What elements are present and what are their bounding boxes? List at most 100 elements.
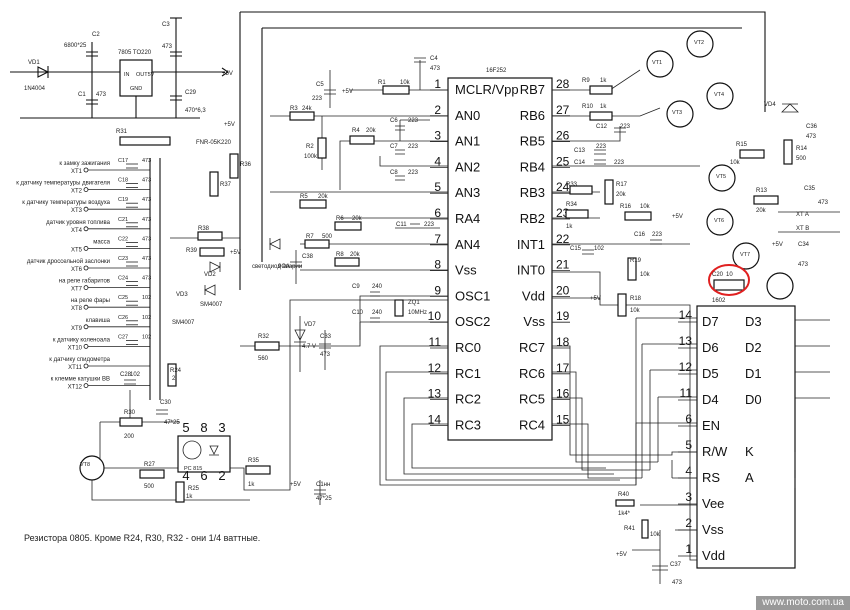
cap-value: 102 — [142, 315, 151, 321]
mcu-pin-number: 21 — [556, 258, 570, 272]
r27-value: 500 — [144, 484, 155, 490]
c33-value: 473 — [320, 352, 331, 358]
connector-id: XT1 — [71, 169, 83, 175]
lcd-pin-label: D6 — [702, 340, 719, 355]
cap-label: C22 — [118, 236, 128, 242]
r35-resistor — [245, 465, 271, 475]
lcd-pin-label: Vee — [702, 496, 724, 511]
c5-label: C5 — [316, 82, 324, 88]
mcu-pin-label: INT1 — [517, 237, 545, 252]
r8-label: R8 — [336, 252, 344, 258]
mcu-body — [447, 77, 553, 441]
r5-label: R5 — [300, 194, 308, 200]
r8-value: 20k — [350, 252, 361, 258]
mcu-pin-number: 9 — [434, 283, 441, 297]
mcu-pin-label: RB6 — [520, 108, 545, 123]
mcu-chip: 16F252 MCLR/Vpp1AN02AN13AN24AN35RA46AN47… — [428, 68, 570, 441]
cuni-label: C1нн — [316, 482, 330, 488]
indicator-area: светодиод аварии 9ОА R38 R39 +5V VD2 VD3… — [116, 122, 302, 326]
r18-resistor — [617, 293, 627, 317]
mcu-pin-number: 13 — [428, 387, 442, 401]
lcd-support: R40 1k4* R41 10k C37 473 +5V — [615, 492, 683, 586]
connector-id: XT2 — [71, 189, 83, 195]
cap-value: 473 — [142, 236, 151, 242]
cap-value: 102 — [142, 295, 151, 301]
xta-label: XT A — [796, 212, 809, 218]
r38-label: R38 — [198, 226, 210, 232]
mcu-name: 16F252 — [486, 68, 507, 74]
c6-label: C6 — [390, 118, 398, 124]
mcu-pin-number: 25 — [556, 154, 570, 168]
r34-value: 1k — [566, 224, 573, 230]
cap-value: 473 — [142, 256, 151, 262]
lcd-body — [696, 305, 796, 569]
r9-resistor — [589, 85, 613, 95]
r8-resistor — [334, 257, 360, 267]
cap-label: C21 — [118, 217, 128, 223]
c9-label: C9 — [352, 284, 360, 290]
r24-label: R24 — [170, 368, 182, 374]
c7-label: C7 — [390, 144, 398, 150]
connector-terminal — [83, 363, 89, 369]
r19-label: R19 — [630, 258, 642, 264]
r41-label: R41 — [624, 526, 636, 532]
r5-value: 20k — [318, 194, 329, 200]
vt7-transistor — [732, 242, 760, 270]
lcd-module: 1602 D714D613D512D411EN6R/W5RS4Vee3Vss2V… — [678, 298, 796, 569]
r37-label: R37 — [220, 182, 232, 188]
cap-value: 473 — [142, 158, 151, 164]
cap-label: C26 — [118, 315, 128, 321]
connector-id: XT3 — [71, 208, 83, 214]
mcu-pin-label: AN0 — [455, 108, 480, 123]
r7-label: R7 — [306, 234, 314, 240]
r14-value: 500 — [796, 156, 807, 162]
c5-value: 223 — [312, 96, 323, 102]
lcd-pin-number: 12 — [679, 360, 693, 374]
cap-label: C23 — [118, 256, 128, 262]
connector-desc: масса — [93, 239, 110, 245]
connector-terminal — [83, 206, 89, 212]
cap-value: 473 — [142, 276, 151, 282]
lcd-pin-number: 5 — [685, 438, 692, 452]
vplus-mclr: +5V — [342, 89, 353, 95]
vt1-label: VT1 — [652, 60, 662, 66]
mcu-pin-number: 7 — [434, 232, 441, 246]
r40-resistor — [615, 499, 635, 507]
r24-resistor — [167, 363, 177, 387]
r6-resistor — [334, 221, 362, 231]
r32-resistor — [254, 341, 280, 351]
mcu-pin-number: 10 — [428, 309, 442, 323]
c29-label: C29 — [185, 90, 197, 96]
cap-label: C18 — [118, 178, 128, 184]
c36-label: C36 — [806, 124, 818, 130]
mcu-pin-label: RB5 — [520, 134, 545, 149]
connector-desc: к датчику коленоала — [53, 337, 111, 343]
r13-resistor — [753, 195, 779, 205]
r40-label: R40 — [618, 492, 630, 498]
c30-value: 47*25 — [164, 420, 180, 426]
c13-label: C13 — [574, 148, 586, 154]
r38-resistor — [197, 231, 223, 241]
vt2-transistor — [686, 30, 714, 58]
c4-value: 473 — [430, 66, 441, 72]
r2-label: R2 — [306, 144, 314, 150]
vplus-led: +5V — [230, 250, 241, 256]
c11-value: 223 — [424, 222, 435, 228]
mcu-pin-label: Vss — [523, 314, 545, 329]
r41-resistor — [641, 519, 649, 539]
mcu-pin-number: 11 — [429, 335, 442, 349]
r9-value: 1k — [600, 78, 607, 84]
optocoupler-name: PC 815 — [184, 466, 202, 472]
c37-label: C37 — [670, 562, 682, 568]
mcu-pin-label: OSC1 — [455, 288, 490, 303]
opto-pin-number: 5 — [182, 420, 189, 435]
r5-resistor — [299, 199, 327, 209]
r30-value: 200 — [124, 434, 135, 440]
power-rails — [239, 11, 766, 290]
r25-resistor — [175, 481, 185, 503]
c11-label: C11 — [396, 222, 407, 228]
r18-value: 10k — [630, 308, 641, 314]
r6-value: 20k — [352, 216, 363, 222]
